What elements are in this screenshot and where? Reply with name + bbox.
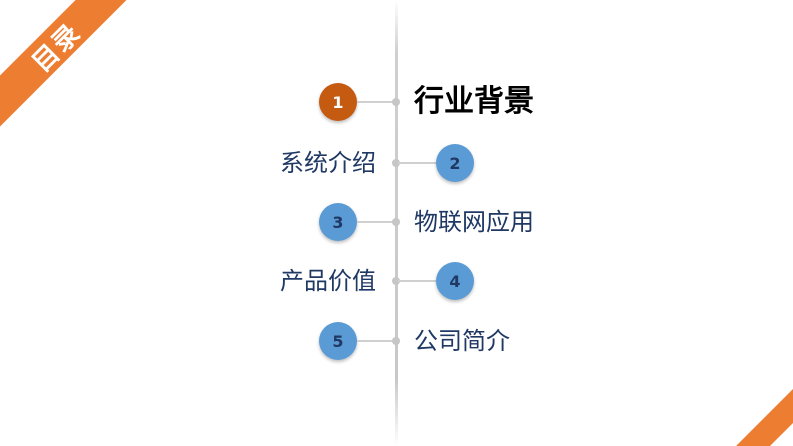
connector-line: [357, 221, 395, 223]
toc-item-4[interactable]: 产品价值 4: [0, 259, 793, 303]
timeline-dot: [392, 277, 400, 285]
timeline-dot: [392, 218, 400, 226]
number-badge-3: 3: [319, 203, 357, 241]
toc-label-3: 物联网应用: [414, 208, 534, 236]
toc-label-5: 公司简介: [414, 327, 510, 355]
toc-item-1[interactable]: 1 行业背景: [0, 80, 793, 124]
toc-label-4: 产品价值: [280, 267, 376, 295]
number-badge-1: 1: [319, 83, 357, 121]
timeline-dot: [392, 98, 400, 106]
toc-item-5[interactable]: 5 公司简介: [0, 319, 793, 363]
ribbon-band-bottom: [734, 366, 793, 446]
connector-line: [398, 280, 436, 282]
toc-item-2[interactable]: 系统介绍 2: [0, 141, 793, 185]
connector-line: [398, 162, 436, 164]
connector-line: [357, 340, 395, 342]
number-badge-4: 4: [436, 262, 474, 300]
number-badge-2: 2: [436, 144, 474, 182]
timeline-dot: [392, 159, 400, 167]
number-badge-5: 5: [319, 322, 357, 360]
toc-label-2: 系统介绍: [280, 149, 376, 177]
connector-line: [357, 101, 395, 103]
toc-item-3[interactable]: 3 物联网应用: [0, 200, 793, 244]
corner-ribbon-bottom-right: [713, 366, 793, 446]
toc-label-1: 行业背景: [414, 84, 534, 119]
timeline-dot: [392, 337, 400, 345]
corner-title: 目录: [26, 17, 88, 79]
